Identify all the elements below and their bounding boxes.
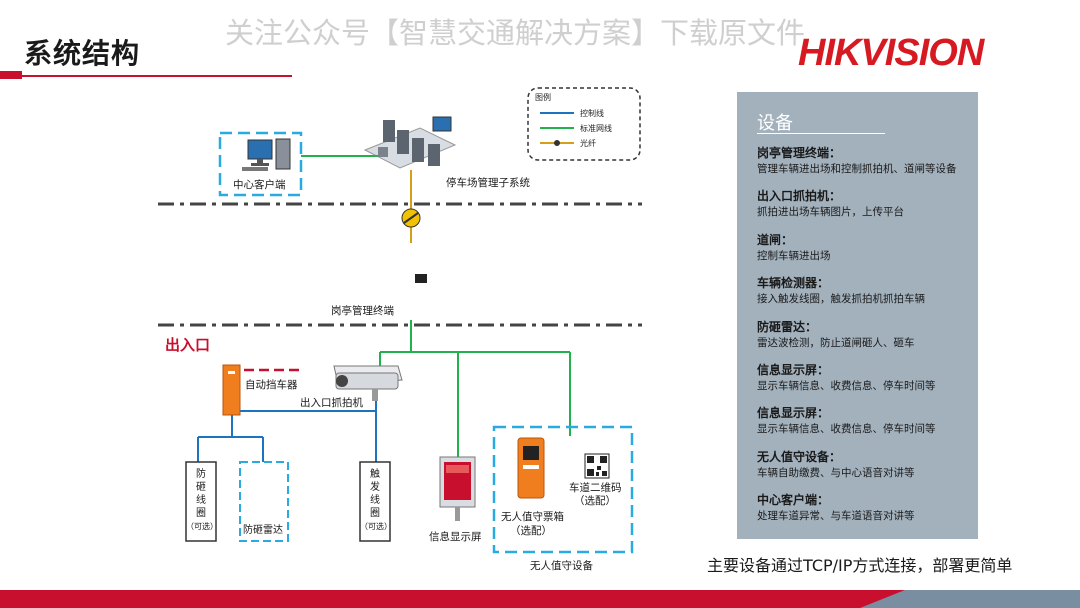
ticket-box-icon (517, 437, 545, 499)
watermark-text: 关注公众号【智慧交通解决方案】下载原文件 (225, 16, 806, 50)
panel-item-capture-camera: 出入口抓拍机： 抓拍进出场车辆图片，上传平台 (757, 189, 904, 218)
info-display-label: 信息显示屏 (429, 531, 482, 543)
panel-item-info-display-1: 信息显示屏： 显示车辆信息、收费信息、停车时间等 (757, 363, 936, 392)
ticket-box-label: 无人值守票箱 (501, 511, 564, 523)
title-underline (0, 75, 292, 77)
anti-smash-radar-box (239, 461, 289, 542)
hikvision-logo: HIKVISION (798, 32, 984, 75)
logo-part-1: HIK (798, 32, 861, 74)
equipment-panel-title: 设备 (757, 113, 793, 134)
panel-item-center-client: 中心客户端： 处理车道异常、与车道语音对讲等 (757, 493, 915, 522)
panel-item-vehicle-detector: 车辆检测器： 接入触发线圈，触发抓拍机抓拍车辆 (757, 276, 925, 305)
unattended-group-label: 无人值守设备 (530, 560, 593, 572)
panel-item-info-display-2: 信息显示屏： 显示车辆信息、收费信息、停车时间等 (757, 406, 936, 435)
legend-item-network: 标准网线 (580, 124, 612, 133)
server-cluster-icon (363, 116, 457, 169)
qr-code-label: 车道二维码 (569, 482, 622, 494)
qr-code-icon (584, 453, 610, 479)
equipment-panel (737, 92, 978, 539)
panel-item-anti-smash-radar: 防砸雷达： 雷达波检测，防止道闸砸人、砸车 (757, 320, 915, 349)
anti-smash-coil-label: 防 砸 线 圈 （可选） (186, 469, 218, 531)
anti-smash-coil-box (185, 461, 217, 542)
parking-subsystem-label: 停车场管理子系统 (446, 177, 530, 189)
legend-box (527, 87, 641, 161)
legend-item-fiber: 光纤 (580, 139, 596, 148)
system-diagram (158, 87, 642, 554)
anti-smash-radar-label: 防砸雷达 (243, 525, 283, 536)
qr-code-optional: （选配） (574, 495, 616, 507)
logo-part-2: VISION (860, 32, 984, 74)
barrier-label: 自动挡车器 (245, 379, 298, 391)
center-client-label: 中心客户端 (233, 179, 286, 191)
page-title: 系统结构 (24, 37, 141, 70)
center-client-box (218, 131, 303, 197)
unattended-group-box (492, 425, 634, 554)
network-switch-icon (415, 274, 427, 283)
footer-bar (0, 590, 1080, 608)
deployment-note: 主要设备通过TCP/IP方式连接，部署更简单 (707, 556, 1013, 575)
keyboard-icon (242, 167, 268, 171)
trigger-coil-box (359, 461, 391, 542)
entrance-label: 出入口 (165, 336, 211, 354)
booth-terminal-label: 岗亭管理终端 (331, 305, 394, 317)
equipment-panel-rule (757, 133, 885, 134)
capture-camera-label: 出入口抓拍机 (300, 397, 363, 409)
legend-fiber-dot (554, 140, 560, 146)
legend-item-control: 控制线 (580, 109, 604, 118)
panel-item-booth-terminal: 岗亭管理终端： 管理车辆进出场和控制抓拍机、道闸等设备 (757, 146, 957, 175)
capture-camera-icon (333, 365, 403, 401)
legend-title: 图例 (535, 93, 551, 102)
ticket-box-optional: （选配） (510, 525, 552, 537)
footer-accent (860, 590, 1080, 608)
info-display-icon (439, 456, 476, 521)
panel-item-unattended: 无人值守设备： 车辆自助缴费、与中心语音对讲等 (757, 450, 915, 479)
pc-tower-icon (275, 138, 291, 170)
trigger-coil-label: 触 发 线 圈 （可选） (360, 469, 392, 531)
monitor-icon (247, 139, 273, 160)
panel-item-barrier: 道闸： 控制车辆进出场 (757, 233, 831, 262)
